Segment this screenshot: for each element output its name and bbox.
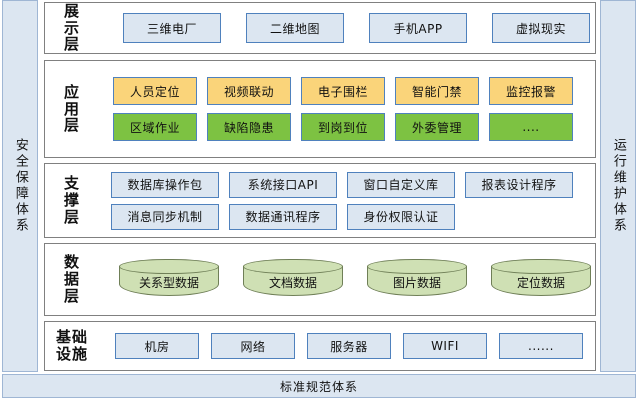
layer-infrastructure-body: 机房 网络 服务器 WIFI ...... [99,322,595,370]
presentation-row: 三维电厂 二维地图 手机APP 虚拟现实 [105,13,590,43]
node-defect-hazard[interactable]: 缺陷隐患 [207,113,291,141]
node-3d-plant[interactable]: 三维电厂 [123,13,221,43]
cylinder-top-icon [367,258,467,274]
layer-label-char: 据 [63,270,80,289]
layer-presentation-label: 展 示 层 [45,3,99,53]
node-virtual-reality[interactable]: 虚拟现实 [492,13,590,43]
bottom-bar-label: 标准规范体系 [279,379,358,394]
layer-data-body: 关系型数据 文档数据 图片数据 定位数据 [99,244,597,315]
support-row-2: 消息同步机制 数据通讯程序 身份权限认证 [105,203,589,230]
layer-data-label: 数 据 层 [45,244,99,315]
layer-label-char: 层 [63,286,80,305]
node-network[interactable]: 网络 [211,333,295,359]
layer-label-char: 基础 [55,328,88,347]
node-data-communication-program[interactable]: 数据通讯程序 [229,203,337,230]
node-window-custom-library[interactable]: 窗口自定义库 [347,171,455,198]
node-area-operations[interactable]: 区域作业 [113,113,197,141]
node-application-more[interactable]: .... [489,113,573,141]
layer-label-char: 撑 [63,191,80,210]
node-2d-map[interactable]: 二维地图 [246,13,344,43]
node-machine-room[interactable]: 机房 [115,333,199,359]
layer-application-body: 人员定位 视频联动 电子围栏 智能门禁 监控报警 区域作业 缺陷隐患 到岗到位 … [99,61,595,157]
node-video-linkage[interactable]: 视频联动 [207,77,291,105]
cylinder-top-icon [119,258,219,274]
node-mobile-app[interactable]: 手机APP [369,13,467,43]
node-server[interactable]: 服务器 [307,333,391,359]
layer-label-char: 支 [63,174,80,193]
right-rail-operations-system: 运行维护体系 [600,0,636,372]
layer-label-char: 层 [63,116,80,135]
application-row-2: 区域作业 缺陷隐患 到岗到位 外委管理 .... [105,113,589,141]
layer-infrastructure: 基础 设施 机房 网络 服务器 WIFI ...... [44,321,596,371]
layer-label-char: 层 [63,207,80,226]
bottom-bar-standards-system: 标准规范体系 [2,374,636,398]
layer-support-label: 支 撑 层 [45,164,99,237]
node-post-arrival[interactable]: 到岗到位 [301,113,385,141]
node-wifi[interactable]: WIFI [403,333,487,359]
cylinder-top-icon [491,258,591,274]
layer-support: 支 撑 层 数据库操作包 系统接口API 窗口自定义库 报表设计程序 消息同步机… [44,163,596,238]
infrastructure-row: 机房 网络 服务器 WIFI ...... [105,333,589,359]
node-message-sync-mechanism[interactable]: 消息同步机制 [111,203,219,230]
layer-application: 应 用 层 人员定位 视频联动 电子围栏 智能门禁 监控报警 区域作业 缺陷隐患… [44,60,596,158]
node-system-interface-api[interactable]: 系统接口API [229,171,337,198]
node-smart-access-control[interactable]: 智能门禁 [395,77,479,105]
application-row-1: 人员定位 视频联动 电子围栏 智能门禁 监控报警 [105,77,589,105]
node-outsourcing-management[interactable]: 外委管理 [395,113,479,141]
data-row: 关系型数据 文档数据 图片数据 定位数据 [105,258,591,301]
layer-presentation: 展 示 层 三维电厂 二维地图 手机APP 虚拟现实 [44,2,596,54]
left-rail-label: 安全保障体系 [12,138,28,234]
node-monitoring-alarm[interactable]: 监控报警 [489,77,573,105]
db-label: 文档数据 [268,276,317,290]
layer-label-char: 应 [63,82,80,101]
db-document-data[interactable]: 文档数据 [243,258,343,301]
layer-label-char: 设施 [55,345,88,363]
left-rail-security-system: 安全保障体系 [2,0,38,372]
node-database-operation-package[interactable]: 数据库操作包 [111,171,219,198]
node-electronic-fence[interactable]: 电子围栏 [301,77,385,105]
node-report-design-program[interactable]: 报表设计程序 [465,171,573,198]
cylinder-top-icon [243,258,343,274]
db-label: 定位数据 [516,276,565,290]
layer-label-char: 用 [63,99,80,118]
node-personnel-positioning[interactable]: 人员定位 [113,77,197,105]
right-rail-label: 运行维护体系 [610,138,626,234]
layer-label-char: 展 [63,1,80,20]
support-row-1: 数据库操作包 系统接口API 窗口自定义库 报表设计程序 [105,171,589,198]
layer-label-char: 数 [63,253,80,272]
layer-application-label: 应 用 层 [45,61,99,157]
db-image-data[interactable]: 图片数据 [367,258,467,301]
node-infrastructure-more[interactable]: ...... [499,333,583,359]
layer-infrastructure-label: 基础 设施 [45,322,99,370]
db-positioning-data[interactable]: 定位数据 [491,258,591,301]
db-relational-data[interactable]: 关系型数据 [119,258,219,301]
layer-support-body: 数据库操作包 系统接口API 窗口自定义库 报表设计程序 消息同步机制 数据通讯… [99,164,595,237]
db-label: 关系型数据 [138,276,199,290]
layer-data: 数 据 层 关系型数据 文档数据 图片 [44,243,596,316]
node-identity-authorization[interactable]: 身份权限认证 [347,203,455,230]
layer-label-char: 层 [63,35,80,54]
layer-label-char: 示 [63,18,80,37]
db-label: 图片数据 [392,276,441,290]
layer-presentation-body: 三维电厂 二维地图 手机APP 虚拟现实 [99,3,596,53]
